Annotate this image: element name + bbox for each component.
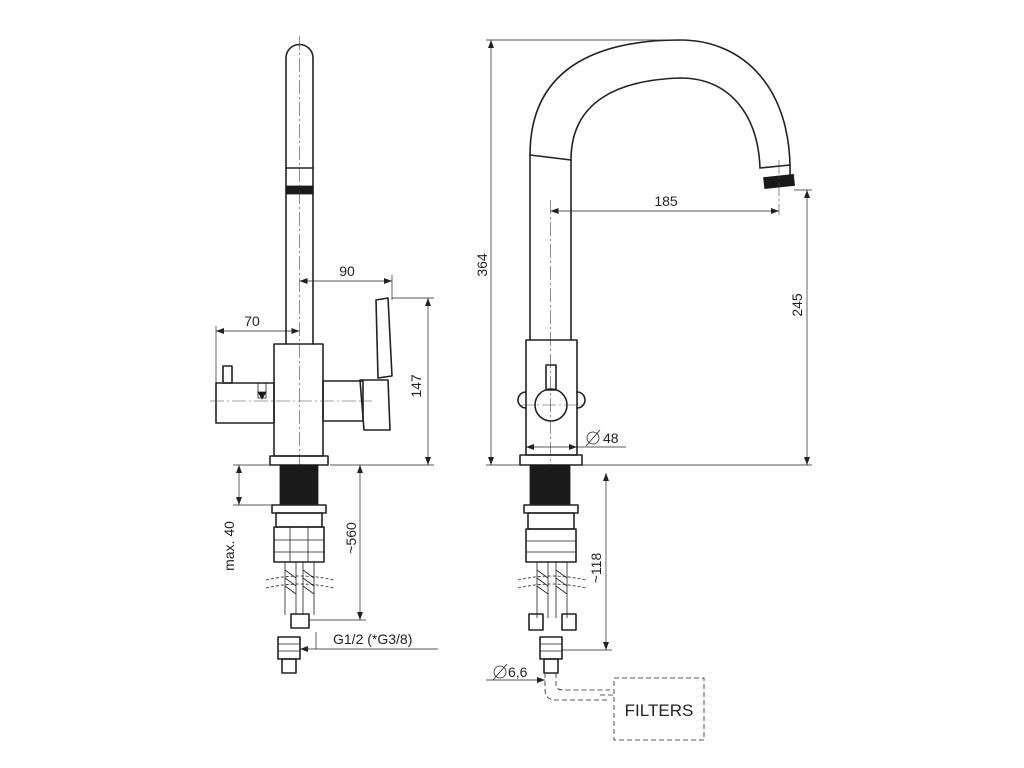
tube-diameter-symbol: [493, 665, 507, 679]
side-view: 90 70 147 max. 40 ~560 G1/2 (*G3/8): [210, 36, 438, 674]
dim-diameter: 48: [603, 430, 619, 446]
filters-box: [613, 677, 705, 741]
dim-max-deck: max. 40: [221, 521, 237, 571]
dim-hose-length: ~560: [343, 522, 359, 554]
dim-total-height: 364: [474, 253, 490, 277]
diameter-symbol: [586, 431, 600, 445]
dim-tube-diameter: 6,6: [508, 664, 528, 680]
dim-body-height: 147: [408, 374, 424, 398]
dim-shank-length: ~118: [588, 553, 604, 584]
filters-label: FILTERS: [625, 701, 694, 720]
dim-outlet-height: 245: [789, 293, 805, 317]
dim-handle-offset: 70: [244, 313, 260, 329]
dim-thread: G1/2 (*G3/8): [333, 631, 412, 647]
front-view: 364 185 245 48 ~118 6,6 FILTERS: [474, 39, 812, 741]
dim-spout-reach: 90: [339, 263, 355, 279]
dim-reach: 185: [654, 193, 678, 209]
front-aerator: [763, 174, 795, 189]
